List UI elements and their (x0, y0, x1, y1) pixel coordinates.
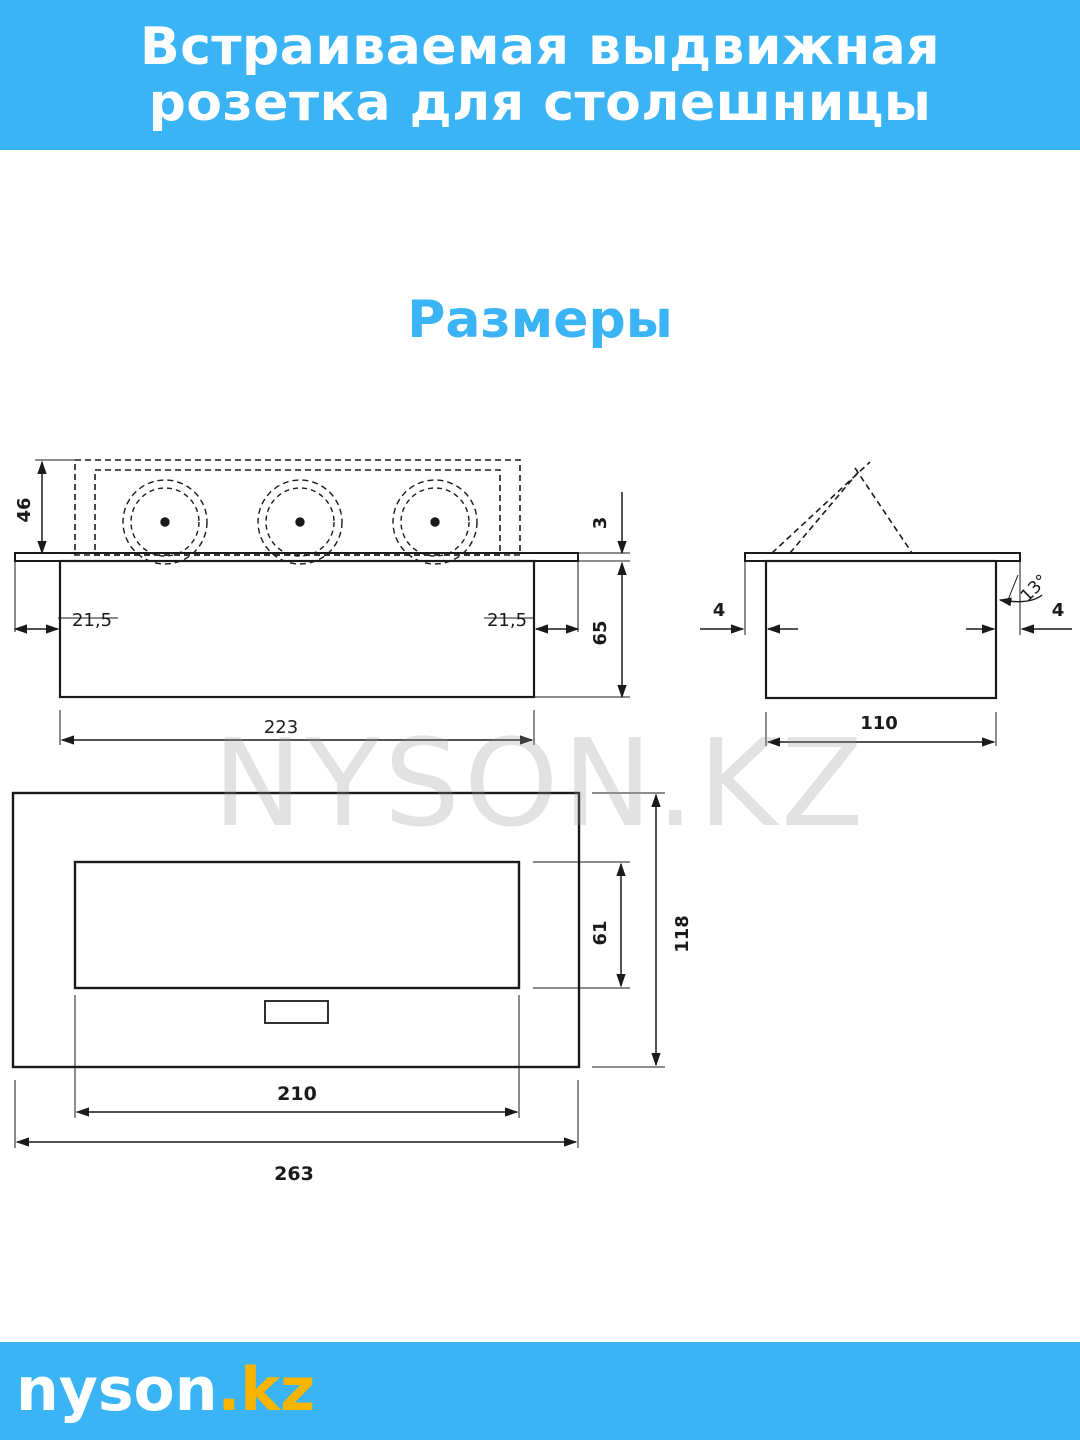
dim-body-width: 223 (264, 717, 298, 738)
raised-block-outline (74, 459, 521, 556)
dim-front-height-raised: 46 (14, 497, 35, 522)
dim-side-right-wall: 4 (1052, 600, 1065, 621)
dim-side-depth: 110 (860, 713, 898, 734)
drawing-svg: 46 3 65 21,5 21,5 223 (11, 459, 1072, 1185)
top-opening (73, 860, 521, 990)
top-view (11, 791, 665, 1148)
page-title: Встраиваемая выдвижная розетка для столе… (140, 19, 940, 131)
socket-2 (257, 479, 343, 565)
dim-right-offset: 21,5 (487, 610, 527, 631)
section-title: Размеры (407, 290, 673, 350)
brand-tld: .kz (217, 1355, 316, 1425)
brand-name: nyson (16, 1355, 218, 1425)
dim-top-total-width: 263 (274, 1163, 314, 1185)
technical-drawing: 46 3 65 21,5 21,5 223 (0, 440, 1080, 1200)
side-body (764, 559, 998, 700)
front-body (58, 559, 536, 699)
title-line-2: розетка для столешницы (148, 73, 932, 133)
side-lid (744, 552, 1021, 562)
dim-top-opening-depth: 61 (590, 920, 611, 945)
footer-banner: nyson.kz (0, 1342, 1080, 1440)
socket-3 (392, 479, 478, 565)
dim-top-total-depth: 118 (672, 915, 693, 953)
top-handle (264, 1000, 329, 1024)
dim-side-left-wall: 4 (713, 600, 726, 621)
dim-top-opening-width: 210 (277, 1083, 317, 1105)
title-line-1: Встраиваемая выдвижная (139, 17, 941, 77)
dim-body-depth: 65 (590, 620, 611, 645)
dim-left-offset: 21,5 (72, 610, 112, 631)
raised-block-inner (94, 469, 501, 556)
brand-logo[interactable]: nyson.kz (16, 1350, 315, 1430)
side-view (700, 461, 1072, 747)
front-view (13, 459, 630, 745)
dim-lid-thickness: 3 (590, 517, 611, 530)
title-banner: Встраиваемая выдвижная розетка для столе… (0, 0, 1080, 150)
top-frame (11, 791, 581, 1069)
socket-1 (122, 479, 208, 565)
